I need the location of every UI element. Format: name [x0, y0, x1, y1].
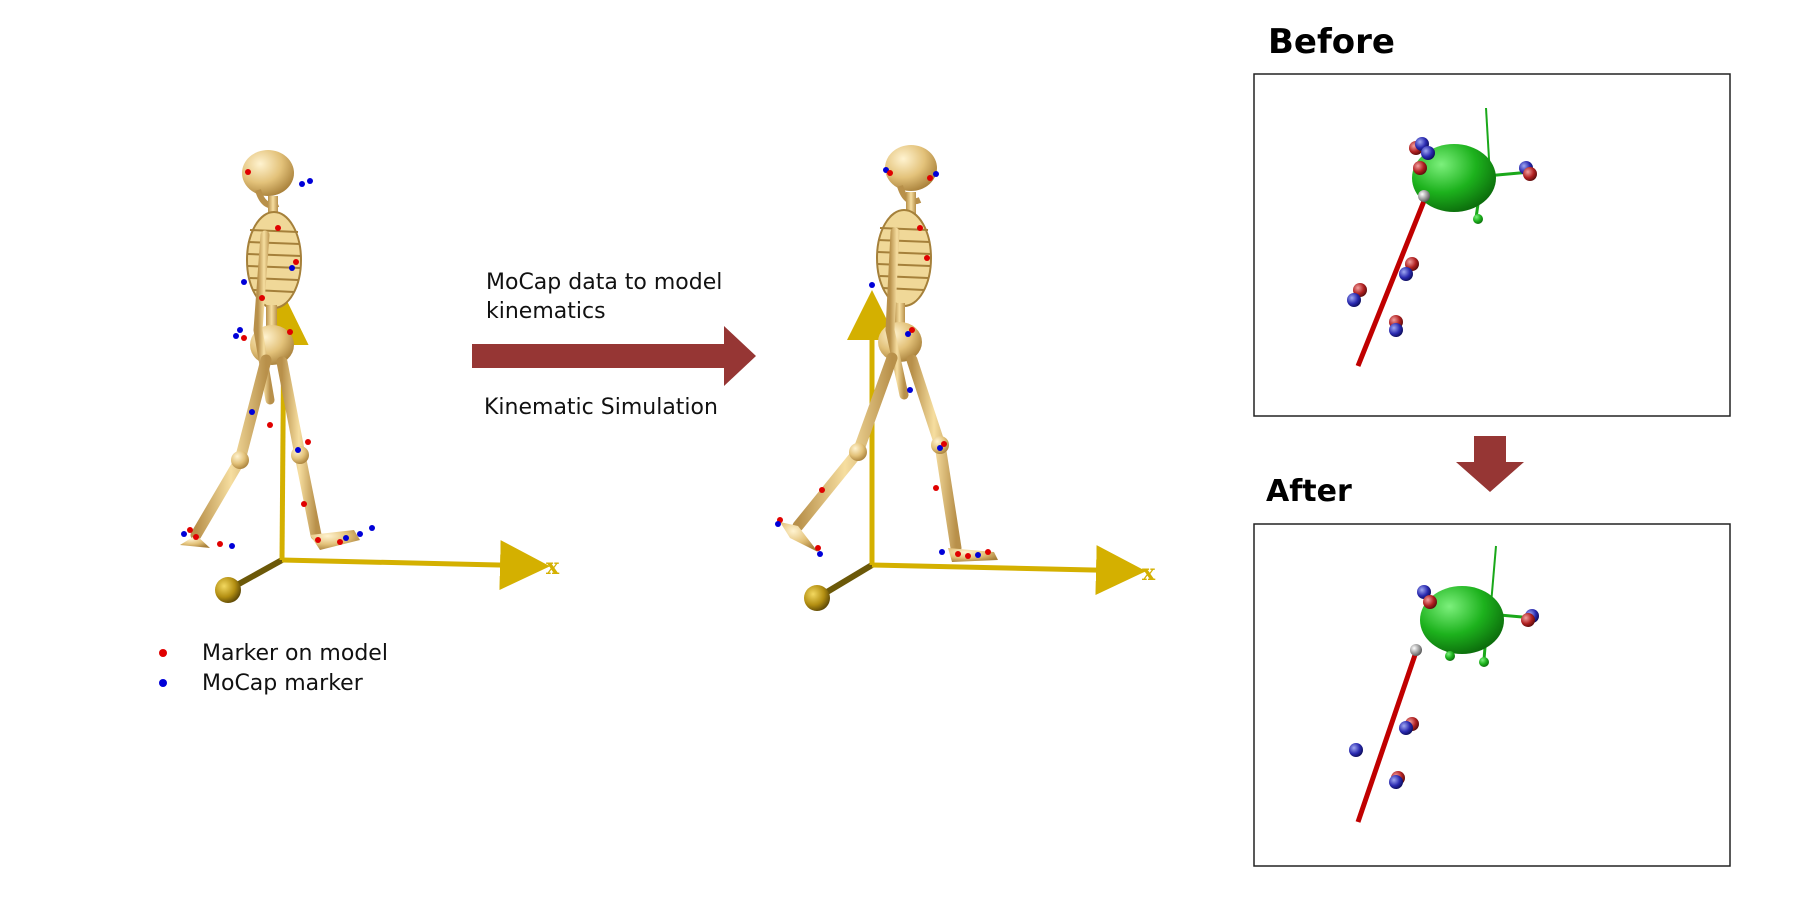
origin-sphere-left: [215, 577, 241, 603]
before-after-arrow: [1456, 436, 1524, 492]
after-title: After: [1266, 474, 1352, 509]
x-axis-right: [872, 565, 1136, 571]
after-panel-scene: [1254, 524, 1730, 866]
skeleton-scene-left: x: [180, 150, 560, 603]
x-axis-label-left: x: [546, 554, 560, 580]
origin-sphere-right: [804, 585, 830, 611]
skeleton-scene-right: x: [775, 145, 1156, 611]
before-panel: [1254, 74, 1730, 416]
process-arrow: [472, 326, 756, 386]
legend-dot-model: [159, 649, 167, 657]
legend-label-model: Marker on model: [202, 641, 388, 666]
before-panel-scene: [1254, 74, 1730, 416]
process-label-bottom: Kinematic Simulation: [484, 395, 718, 420]
skeleton-model-right: [780, 145, 998, 562]
x-axis-label-right: x: [1142, 560, 1156, 586]
skeleton-model-left: [180, 150, 360, 550]
legend-dot-mocap: [159, 679, 167, 687]
before-title: Before: [1268, 22, 1395, 62]
after-panel: [1254, 524, 1730, 866]
process-label-top: MoCap data to model kinematics: [486, 268, 786, 326]
legend-label-mocap: MoCap marker: [202, 671, 363, 696]
x-axis-left: [282, 560, 540, 566]
